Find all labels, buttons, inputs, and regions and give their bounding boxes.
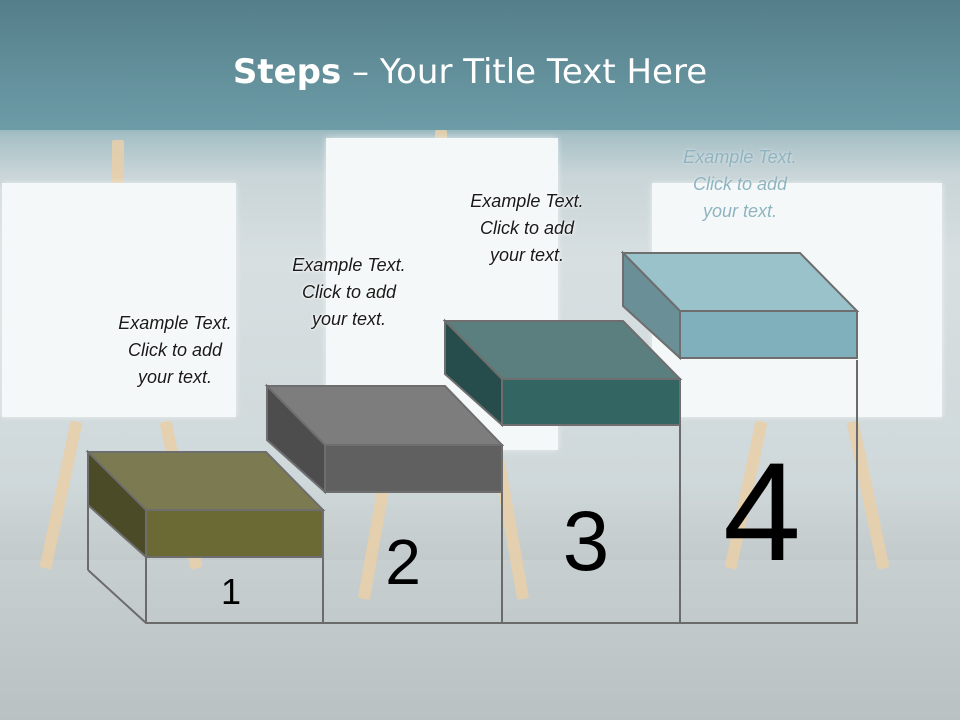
title-bold: Steps (232, 52, 342, 92)
step-2-block[interactable] (264, 383, 505, 495)
wall-band (0, 0, 960, 130)
step-2-text-line-2: Click to add (301, 282, 397, 302)
step-1-number: 1 (221, 571, 241, 612)
step-3-text-line-3: your text. (489, 245, 565, 265)
step-4-text[interactable]: Example Text. Click to add your text. (660, 144, 820, 225)
staircase-outline (87, 360, 858, 624)
step-3-text-line-2: Click to add (479, 218, 575, 238)
title-rest: – Your Title Text Here (341, 52, 708, 92)
step-2-text-line-3: your text. (311, 309, 387, 329)
step-3-text[interactable]: Example Text. Click to add your text. (447, 188, 607, 269)
step-1-block[interactable] (85, 449, 326, 560)
step-4-text-line-1: Example Text. (683, 147, 797, 167)
step-3-number: 3 (563, 494, 610, 588)
step-3-block[interactable] (442, 318, 683, 428)
step-1-text-line-3: your text. (137, 367, 213, 387)
step-4-text-line-2: Click to add (692, 174, 788, 194)
step-2-text-line-1: Example Text. (292, 255, 406, 275)
step-2-text[interactable]: Example Text. Click to add your text. (269, 252, 429, 333)
step-1-text-line-2: Click to add (127, 340, 223, 360)
step-3-text-line-1: Example Text. (470, 191, 584, 211)
easel-canvas (2, 183, 236, 417)
step-4-block[interactable] (620, 250, 860, 361)
slide-title[interactable]: Steps – Your Title Text Here (0, 52, 940, 92)
step-1-text-line-1: Example Text. (118, 313, 232, 333)
step-1-text[interactable]: Example Text. Click to add your text. (95, 310, 255, 391)
step-4-number: 4 (723, 433, 801, 590)
step-2-number: 2 (385, 526, 421, 598)
floor (0, 560, 960, 720)
step-4-text-line-3: your text. (702, 201, 778, 221)
